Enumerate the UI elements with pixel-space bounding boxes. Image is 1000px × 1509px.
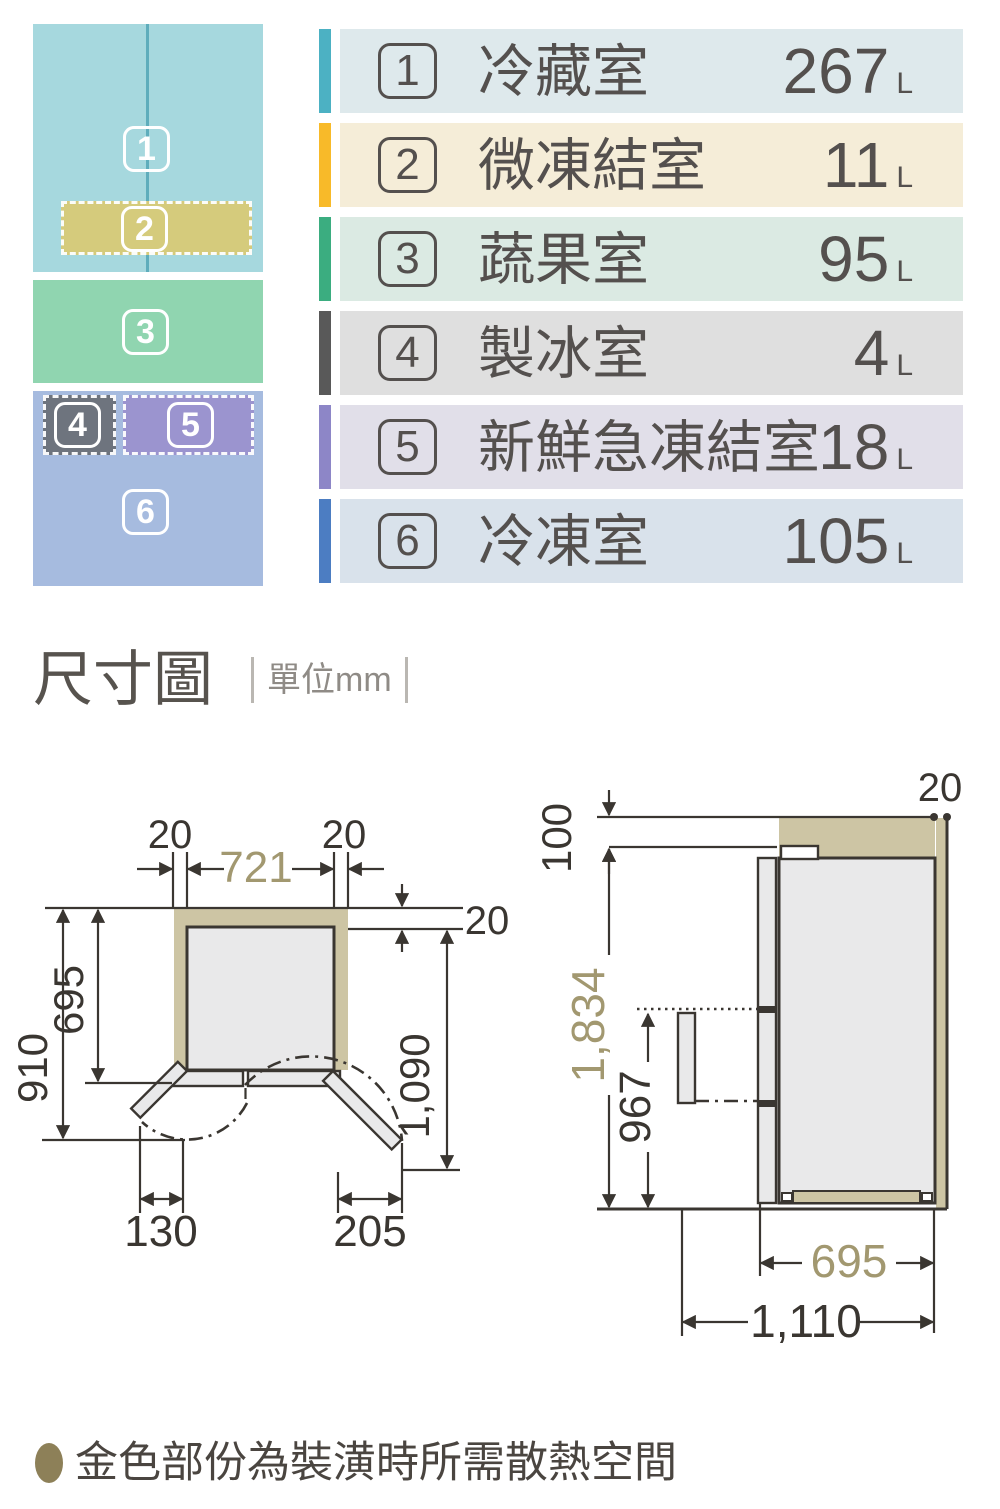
side-clearance-rear-label: 20 (918, 766, 963, 810)
accent-bar (319, 217, 331, 301)
diagram-badge-6: 6 (122, 489, 169, 535)
accent-bar (319, 405, 331, 489)
side-depth-door-open-label: 1,110 (750, 1295, 862, 1347)
gold-bullet-icon (35, 1443, 63, 1483)
unit-note-text: 單位mm (267, 661, 392, 699)
dimension-section-header: 尺寸圖 單位mm (33, 648, 408, 712)
dimension-title: 尺寸圖 (33, 646, 213, 713)
front-door-right-open-label: 205 (333, 1207, 406, 1256)
volume-unit: L (896, 349, 913, 382)
legend-badge: 5 (378, 419, 437, 475)
gold-clearance-footnote: 金色部份為裝潢時所需散熱空間 (35, 1441, 677, 1485)
footnote-text: 金色部份為裝潢時所需散熱空間 (75, 1439, 677, 1487)
legend-label: 蔬果室 (478, 228, 649, 292)
legend-label: 製冰室 (478, 322, 649, 386)
front-clearance-right-label: 20 (322, 813, 367, 857)
accent-bar (319, 499, 331, 583)
accent-bar (319, 311, 331, 395)
volume-number: 267 (782, 35, 890, 107)
quick-freeze-zone (123, 395, 254, 455)
front-view-drawing: 20 20 721 20 910 695 1,090 130 205 (9, 813, 509, 1256)
legend-label: 冷凍室 (478, 510, 649, 574)
volume-unit: L (896, 255, 913, 288)
compartment-diagram: 1 2 3 4 5 6 (33, 24, 263, 586)
legend-badge: 3 (378, 231, 437, 287)
volume-unit: L (896, 537, 913, 570)
accent-bar (319, 123, 331, 207)
diagram-badge-3: 3 (122, 309, 169, 355)
volume-number: 95 (818, 223, 890, 295)
side-depth-body-label: 695 (811, 1235, 888, 1287)
side-clearance-top-label: 100 (533, 803, 580, 873)
section-vegetable (33, 280, 263, 383)
front-clearance-rear-label: 20 (465, 899, 510, 943)
door-split-line (146, 24, 149, 272)
diagram-badge-1: 1 (123, 126, 170, 172)
dimension-drawings: 20 20 721 20 910 695 1,090 130 205 (9, 766, 962, 1347)
volume-unit: L (896, 67, 913, 100)
legend-badge: 2 (378, 137, 437, 193)
front-depth-door-open-label: 910 (9, 1033, 56, 1103)
volume-number: 105 (782, 505, 890, 577)
front-depth-overall-label: 1,090 (391, 1033, 438, 1138)
side-view-drawing: 20 100 1,834 967 695 1,110 (533, 766, 962, 1347)
diagram-badge-4: 4 (54, 402, 101, 448)
unit-note: 單位mm (251, 657, 408, 703)
legend-badge: 6 (378, 513, 437, 569)
volume-unit: L (896, 161, 913, 194)
volume-number: 11 (822, 129, 890, 201)
front-width-label: 721 (219, 843, 292, 892)
diagram-badge-5: 5 (167, 402, 214, 448)
legend-badge: 1 (378, 43, 437, 99)
front-door-left-open-label: 130 (124, 1207, 197, 1256)
volume-number: 4 (853, 317, 890, 389)
side-height-overall-label: 1,834 (562, 967, 614, 1082)
legend-label: 冷藏室 (478, 40, 649, 104)
volume-number: 18 (818, 411, 890, 483)
side-height-freezer-label: 967 (611, 1070, 660, 1143)
legend-label: 微凍結室 (478, 134, 706, 198)
volume-unit: L (896, 443, 913, 476)
partial-freeze-zone (61, 201, 252, 255)
front-clearance-left-label: 20 (148, 813, 193, 857)
diagram-badge-2: 2 (121, 206, 168, 252)
accent-bar (319, 29, 331, 113)
legend-badge: 4 (378, 325, 437, 381)
front-depth-body-label: 695 (45, 965, 92, 1035)
legend-label: 新鮮急凍結室 (478, 416, 820, 480)
